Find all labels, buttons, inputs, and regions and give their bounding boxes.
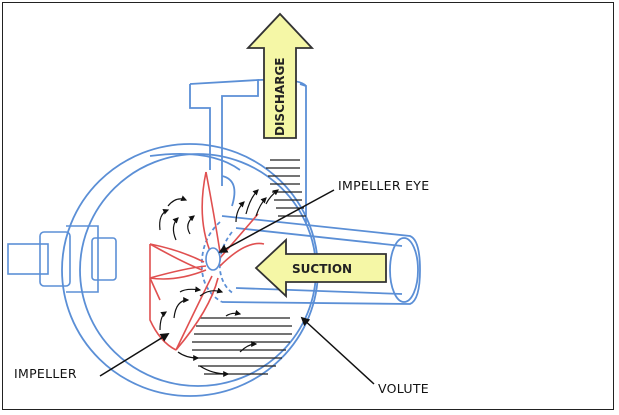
suction-label: SUCTION	[292, 262, 352, 276]
impeller-eye-hub	[205, 247, 221, 271]
impeller-eye-leader	[218, 189, 335, 253]
flow-arrows	[159, 189, 279, 377]
impeller-label: IMPELLER	[14, 366, 77, 381]
impeller-eye-label: IMPELLER EYE	[338, 178, 429, 193]
impeller-leader	[99, 333, 170, 377]
impeller-vanes	[149, 171, 265, 351]
volute-leader	[300, 316, 375, 385]
suction-arrow: SUCTION	[254, 237, 387, 299]
discharge-label: DISCHARGE	[273, 58, 287, 137]
volute-hatching	[192, 159, 306, 375]
leader-lines	[99, 189, 375, 385]
diagram-frame	[2, 2, 614, 410]
volute-label: VOLUTE	[378, 381, 429, 396]
suction-pipe	[200, 215, 421, 305]
discharge-arrow: DISCHARGE	[245, 12, 315, 139]
